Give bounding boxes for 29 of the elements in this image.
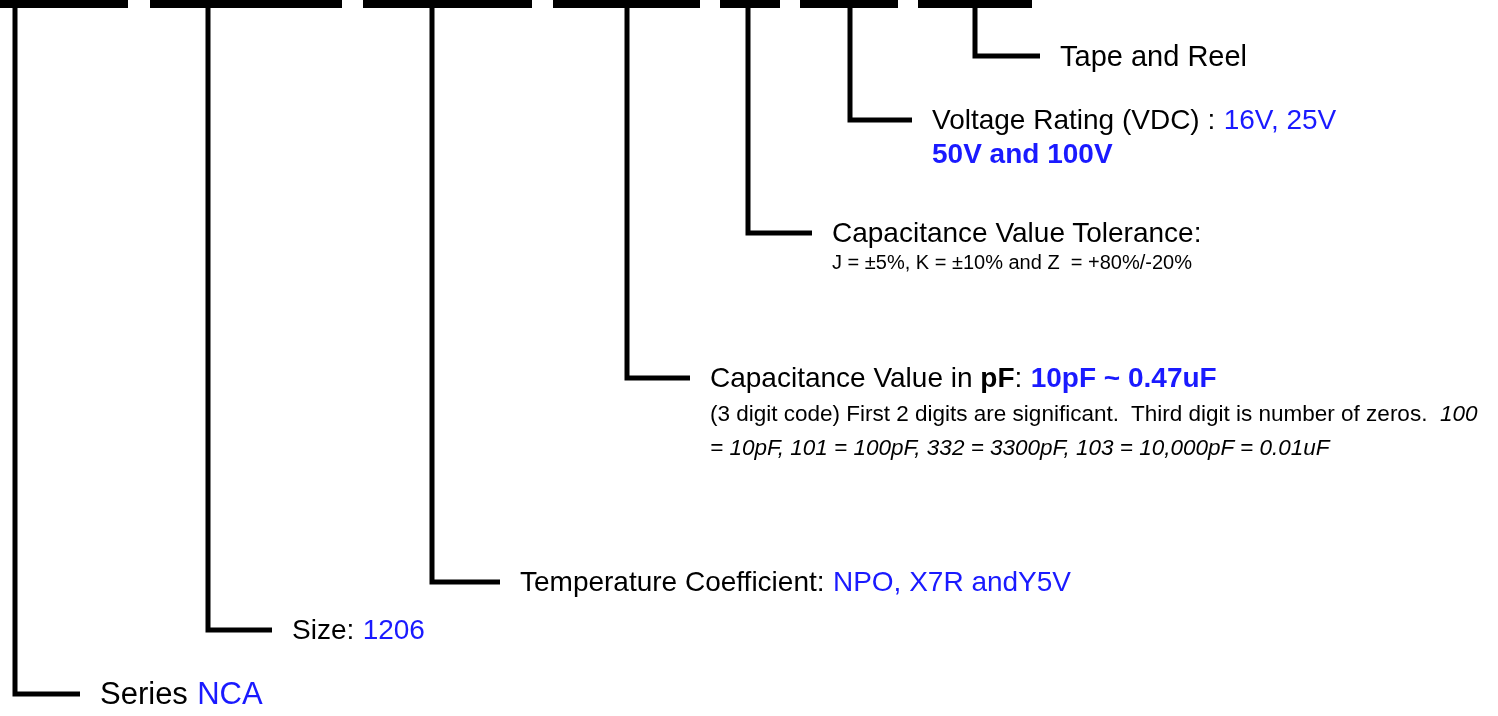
leader-line [847,8,912,123]
field-label: Capacitance Value in pF: [710,362,1023,394]
dash-bar [918,0,1032,8]
field-value: 50V and 100V [932,136,1114,171]
field-value: 1206 [362,614,425,646]
dash-bar [553,0,700,8]
field-value: 16V, 25V [1223,104,1337,136]
field-value: (3 digit code) First 2 digits are significant. Third digit is number of zeros. 100 = 10pF, 101 = 100pF, 332 = 3300pF, 103 = 10,000pF = 0.01uF [710,399,1479,462]
leader-line [12,8,80,697]
dash-bar [800,0,898,8]
leader-line [624,8,690,381]
field-value: J = ±5%, K = ±10% and Z = +80%/-20% [832,249,1193,274]
leader-line [429,8,500,585]
field-label: Temperature Coefficient: [520,566,825,598]
field-value: 10pF ~ 0.47uF [1030,362,1217,394]
dash-bar [720,0,780,8]
dash-bar [0,0,128,8]
field-label: Tape and Reel [1060,38,1249,74]
field-label: Capacitance Value Tolerance: [832,216,1203,250]
dash-bar [363,0,532,8]
leader-line [745,8,812,236]
leader-line [205,8,272,633]
leader-line [972,8,1040,59]
field-label: Size: [292,614,355,646]
field-value: NPO, X7R andY5V [832,566,1072,598]
dash-bar [150,0,342,8]
field-label: Voltage Rating (VDC) : [932,104,1216,136]
field-label: Series [100,676,188,712]
field-value: NCA [197,676,263,712]
